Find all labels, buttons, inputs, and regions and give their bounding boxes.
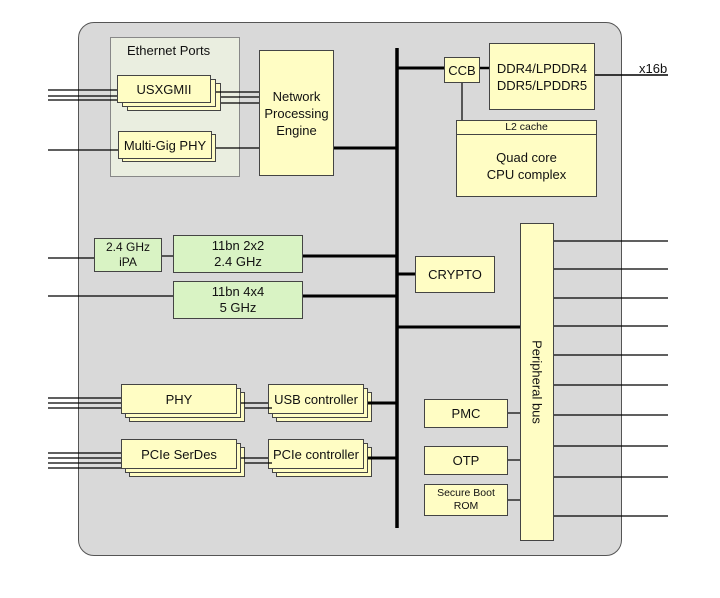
ethernet-ports-label: Ethernet Ports <box>127 43 211 58</box>
crypto-block: CRYPTO <box>415 256 495 293</box>
secure-boot-rom-block: Secure Boot ROM <box>424 484 508 516</box>
ddr-block: DDR4/LPDDR4 DDR5/LPDDR5 <box>489 43 595 110</box>
radio-4x4-block: 11bn 4x4 5 GHz <box>173 281 303 319</box>
peripheral-bus-block <box>520 223 554 541</box>
usb-controller-block: USB controller <box>268 384 364 414</box>
ddr-width-label: x16b <box>639 61 668 76</box>
phy-block: PHY <box>121 384 237 414</box>
multi-gig-phy-block: Multi-Gig PHY <box>118 131 212 159</box>
ipa-block: 2.4 GHz iPA <box>94 238 162 272</box>
network-processing-engine-block: Network Processing Engine <box>259 50 334 176</box>
l2-cache-block: L2 cache <box>456 120 597 135</box>
pmc-block: PMC <box>424 399 508 428</box>
ccb-block: CCB <box>444 57 480 83</box>
otp-block: OTP <box>424 446 508 475</box>
pcie-controller-block: PCIe controller <box>268 439 364 469</box>
usxgmii-block: USXGMII <box>117 75 211 103</box>
pcie-serdes-block: PCIe SerDes <box>121 439 237 469</box>
radio-2x2-block: 11bn 2x2 2.4 GHz <box>173 235 303 273</box>
